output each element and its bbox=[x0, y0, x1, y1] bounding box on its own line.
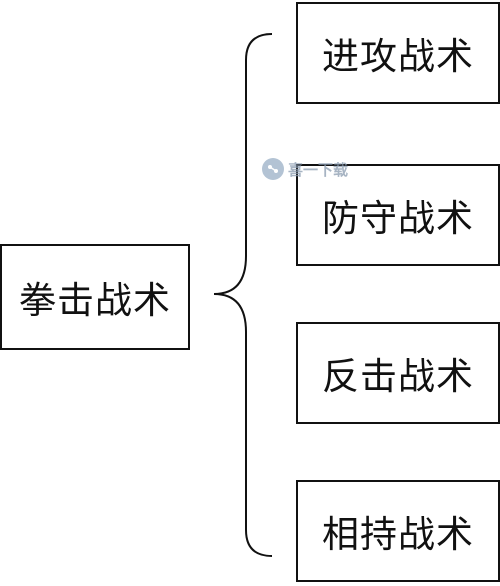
watermark-logo-icon bbox=[262, 158, 284, 180]
watermark: 喜一下载 bbox=[262, 158, 348, 180]
child-node-label: 防守战术 bbox=[322, 197, 474, 240]
root-node: 拳击战术 bbox=[0, 244, 190, 350]
child-node-counter: 反击战术 bbox=[296, 322, 500, 424]
child-node-stalemate: 相持战术 bbox=[296, 480, 500, 582]
child-node-defense: 防守战术 bbox=[296, 164, 500, 266]
child-node-label: 相持战术 bbox=[322, 513, 474, 556]
root-node-label: 拳击战术 bbox=[19, 279, 171, 322]
child-node-label: 进攻战术 bbox=[322, 35, 474, 78]
child-node-label: 反击战术 bbox=[322, 355, 474, 398]
child-node-offense: 进攻战术 bbox=[296, 2, 500, 104]
watermark-text: 喜一下载 bbox=[288, 160, 349, 179]
